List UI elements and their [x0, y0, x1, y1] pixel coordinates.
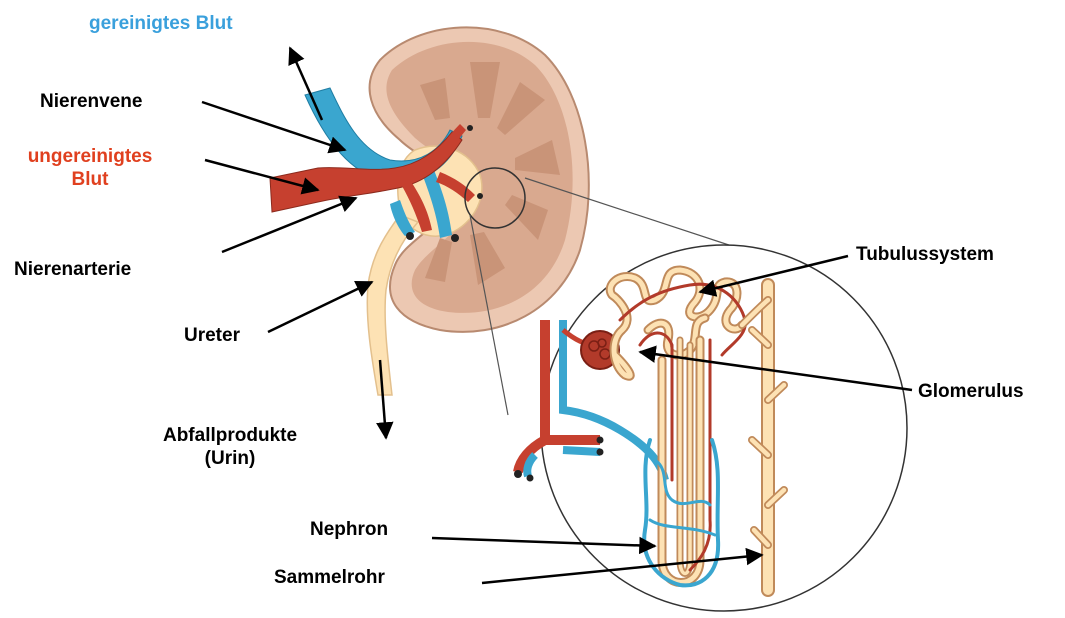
label-waste-line1: Abfallprodukte — [140, 424, 320, 447]
label-waste-line2: (Urin) — [140, 447, 320, 470]
label-unpurified-blood-line2: Blut — [10, 168, 170, 191]
arrow-ureter — [268, 282, 372, 332]
label-glomerulus: Glomerulus — [918, 380, 1024, 403]
label-purified-blood: gereinigtes Blut — [89, 12, 233, 35]
label-waste-products: Abfallprodukte (Urin) — [140, 424, 320, 470]
label-tubule-system: Tubulussystem — [856, 243, 994, 266]
nephron-magnified — [514, 245, 907, 611]
label-renal-artery: Nierenarterie — [14, 258, 131, 281]
label-collecting-duct: Sammelrohr — [274, 566, 385, 589]
zoom-circle — [541, 245, 907, 611]
arrow-purified-blood — [290, 48, 322, 120]
label-unpurified-blood: ungereinigtes Blut — [10, 145, 170, 191]
label-unpurified-blood-line1: ungereinigtes — [10, 145, 170, 168]
label-ureter: Ureter — [184, 324, 240, 347]
label-nephron: Nephron — [310, 518, 388, 541]
label-renal-vein: Nierenvene — [40, 90, 142, 113]
